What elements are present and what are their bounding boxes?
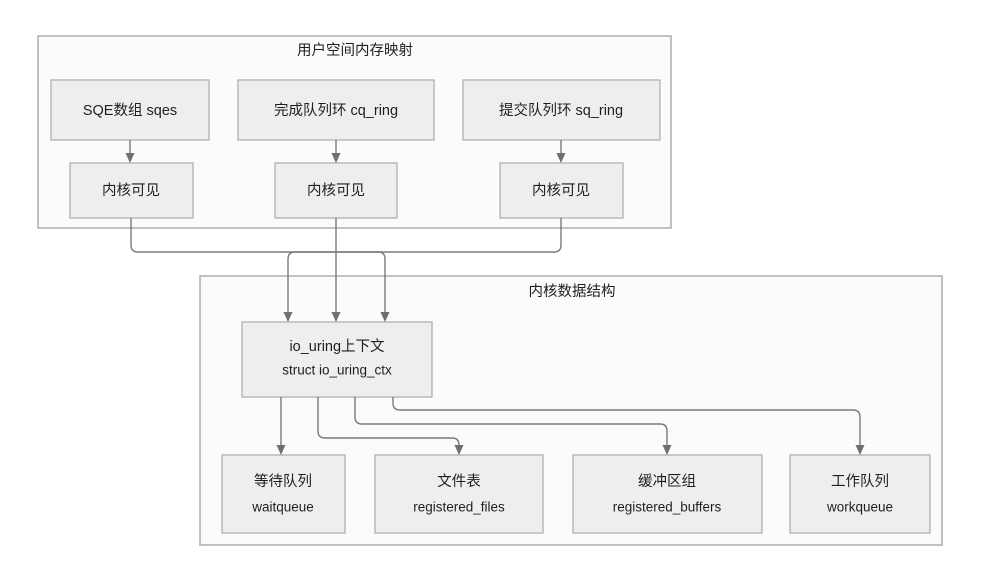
node-registered-files-line1: 文件表 xyxy=(437,473,481,490)
node-kernel-visible-sq[interactable] xyxy=(499,162,624,219)
node-io-uring-context[interactable] xyxy=(241,321,433,398)
arrowhead-context-to-workqueue xyxy=(855,445,865,455)
arrowhead-visible-sq-to-context xyxy=(283,312,293,322)
node-waitqueue-line2: waitqueue xyxy=(251,500,314,515)
arrowhead-sqe-to-visible xyxy=(125,153,135,163)
node-registered-buffers-line2: registered_buffers xyxy=(613,500,722,515)
node-kernel-visible-sqe[interactable] xyxy=(69,162,194,219)
edge-context-to-registered-files xyxy=(317,397,460,447)
node-workqueue-line1: 工作队列 xyxy=(831,473,889,490)
node-registered-files[interactable] xyxy=(374,454,544,534)
node-io-uring-context-line2: struct io_uring_ctx xyxy=(282,363,392,378)
node-registered-files-line2: registered_files xyxy=(413,500,505,515)
edge-visible-sq-to-context xyxy=(287,218,562,314)
node-sq-ring-label: 提交队列环 sq_ring xyxy=(499,101,623,119)
node-waitqueue-line1: 等待队列 xyxy=(254,472,312,490)
arrowhead-cq-to-visible xyxy=(331,153,341,163)
node-io-uring-context-line1: io_uring上下文 xyxy=(289,338,385,355)
node-sqe-array[interactable] xyxy=(50,79,210,141)
edge-visible-sqe-to-context xyxy=(130,218,386,314)
arrowhead-context-to-registered-files xyxy=(454,445,464,455)
edge-context-to-registered-buffers xyxy=(354,397,668,447)
arrowhead-visible-cq-to-context xyxy=(331,312,341,322)
node-registered-buffers-line1: 缓冲区组 xyxy=(638,473,696,490)
node-kernel-visible-cq-label: 内核可见 xyxy=(307,182,365,199)
node-cq-ring-label: 完成队列环 cq_ring xyxy=(274,102,398,119)
node-workqueue-line2: workqueue xyxy=(826,500,893,515)
node-kernel-visible-sq-label: 内核可见 xyxy=(532,182,590,199)
userspace-group-title: 用户空间内存映射 xyxy=(297,42,413,59)
arrowhead-context-to-waitqueue xyxy=(276,445,286,455)
node-cq-ring[interactable] xyxy=(237,79,435,141)
node-registered-buffers[interactable] xyxy=(572,454,763,534)
arrowhead-sq-to-visible xyxy=(556,153,566,163)
kernel-group-title: 内核数据结构 xyxy=(529,283,616,300)
arrowhead-visible-sqe-to-context xyxy=(380,312,390,322)
node-sqe-array-label: SQE数组 sqes xyxy=(83,102,177,119)
node-kernel-visible-sqe-label: 内核可见 xyxy=(102,182,160,199)
arrowhead-context-to-registered-buffers xyxy=(662,445,672,455)
node-workqueue[interactable] xyxy=(789,454,931,534)
edge-context-to-workqueue xyxy=(392,397,861,447)
node-waitqueue[interactable] xyxy=(221,454,346,534)
